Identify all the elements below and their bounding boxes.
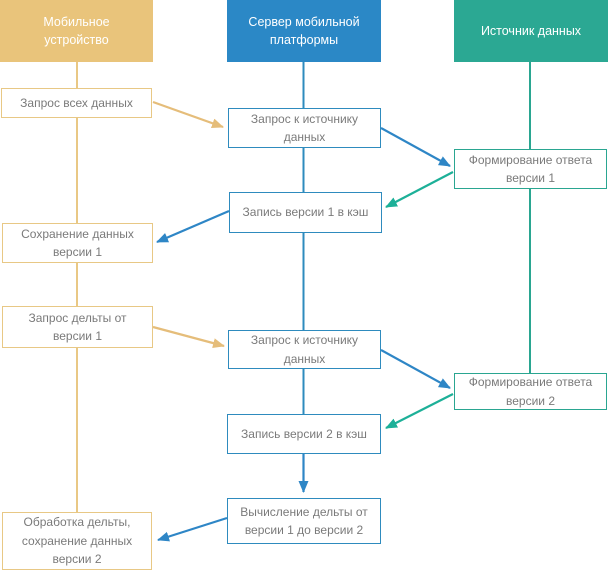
node-compute-delta-v1-v2: Вычисление дельты от версии 1 до версии … <box>227 498 381 544</box>
connector-form-response-1-to-write-cache-1 <box>385 171 454 208</box>
node-save-data-v1: Сохранение данных версии 1 <box>2 223 153 263</box>
lane-header-server-label: Сервер мобильной платформы <box>248 15 360 47</box>
lane-header-mobile-label: Мобильное устройство <box>43 15 110 47</box>
node-request-all-data: Запрос всех данных <box>1 88 152 118</box>
lane-header-mobile-device: Мобильное устройство <box>0 0 153 62</box>
connector-request-all-to-source-query-1 <box>152 100 224 129</box>
node-process-delta-save-v2: Обработка дельты, сохранение данных верс… <box>2 512 152 570</box>
connector-source-query-2-to-form-response-2 <box>380 349 451 389</box>
node-request-delta-from-v1: Запрос дельты от версии 1 <box>2 306 153 348</box>
node-form-response-v1: Формирование ответа версии 1 <box>454 149 607 189</box>
connector-write-cache-1-to-save-data-1 <box>156 209 230 244</box>
node-form-response-v2: Формирование ответа версии 2 <box>454 373 607 410</box>
node-write-v2-to-cache: Запись версии 2 в кэш <box>227 414 381 454</box>
node-query-data-source-1: Запрос к источнику данных <box>228 108 381 148</box>
connector-request-delta-to-source-query-2 <box>152 325 225 348</box>
lane-header-data-source: Источник данных <box>454 0 608 62</box>
lane-header-platform-server: Сервер мобильной платформы <box>227 0 381 62</box>
connector-source-query-1-to-form-response-1 <box>380 127 451 167</box>
connector-compute-delta-to-process-delta <box>157 516 228 542</box>
node-write-v1-to-cache: Запись версии 1 в кэш <box>229 192 382 233</box>
connector-form-response-2-to-write-cache-2 <box>385 393 454 429</box>
lane-header-source-label: Источник данных <box>480 24 582 38</box>
node-query-data-source-2: Запрос к источнику данных <box>228 330 381 369</box>
